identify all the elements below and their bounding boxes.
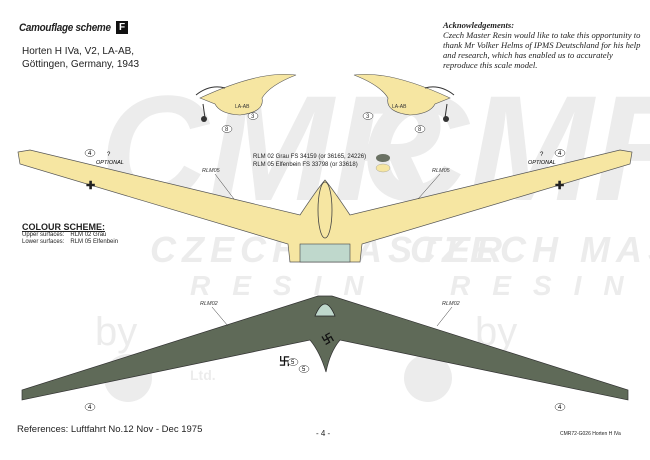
side-view-right: LA-AB <box>353 73 455 122</box>
references: References: Luftfahrt No.12 Nov - Dec 19… <box>17 424 203 435</box>
svg-text:4: 4 <box>88 405 92 411</box>
upper-surface-plan: ✚ ✚ RLM02 RLM02 卐 卐 5 5 4 4 <box>21 295 629 411</box>
subject-line: Horten H IVa, V2, LA-AB, <box>22 46 135 57</box>
svg-text:✚: ✚ <box>84 391 93 403</box>
legend-item: RLM 02 Grau FS 34159 (or 36165, 24226) <box>253 154 367 160</box>
svg-text:RESIN: RESIN <box>450 270 646 301</box>
swatch-rlm05 <box>375 163 391 173</box>
svg-text:5: 5 <box>302 367 306 373</box>
ack-heading: Acknowledgements: <box>443 20 515 30</box>
svg-text:OPTIONAL: OPTIONAL <box>96 160 124 166</box>
swatch-rlm02 <box>376 154 390 162</box>
svg-text:4: 4 <box>558 405 562 411</box>
side-view-left: LA-AB <box>195 73 297 122</box>
svg-text:RLM02: RLM02 <box>442 301 460 307</box>
svg-text:LA-AB: LA-AB <box>392 104 407 110</box>
svg-text:LA-AB: LA-AB <box>235 104 250 110</box>
svg-text:3: 3 <box>251 114 255 120</box>
subject: Horten H IVa, V2, LA-AB, Göttingen, Germ… <box>22 45 139 71</box>
svg-text:?: ? <box>107 152 111 158</box>
acknowledgements: Acknowledgements: Czech Master Resin wou… <box>443 20 648 70</box>
scheme-badge: F <box>116 21 128 34</box>
svg-text:✚: ✚ <box>553 391 562 403</box>
svg-text:Ltd.: Ltd. <box>190 367 216 383</box>
lower-surface-plan: ✚ ✚ RLM05 RLM05 4 4 ? OPTIONAL ? OPTIONA… <box>17 149 633 263</box>
colour-legend: RLM 02 Grau FS 34159 (or 36165, 24226) R… <box>253 153 366 169</box>
product-code: CMR72-G026 Horten H IVa <box>560 431 621 437</box>
page-number: - 4 - <box>316 429 331 438</box>
paint: RLM 02 Grau <box>70 232 107 238</box>
svg-text:✚: ✚ <box>555 180 564 192</box>
svg-text:RESIN: RESIN <box>190 270 386 301</box>
colour-scheme-heading: COLOUR SCHEME: <box>22 222 105 232</box>
svg-text:4: 4 <box>88 151 92 157</box>
svg-text:8: 8 <box>225 127 229 133</box>
svg-text:卐: 卐 <box>279 355 290 368</box>
svg-text:RLM02: RLM02 <box>200 301 218 307</box>
subject-line: Göttingen, Germany, 1943 <box>22 59 140 70</box>
page-title: Camouflage scheme <box>19 22 111 34</box>
ack-body: Czech Master Resin would like to take th… <box>443 30 641 70</box>
colour-scheme: COLOUR SCHEME: Upper surfaces: RLM 02 Gra… <box>22 222 124 246</box>
surface: Lower surfaces: <box>22 239 65 245</box>
svg-text:RLM05: RLM05 <box>202 168 221 174</box>
svg-text:RLM05: RLM05 <box>432 168 451 174</box>
svg-text:5: 5 <box>291 360 295 366</box>
svg-text:✚: ✚ <box>86 180 95 192</box>
svg-text:?: ? <box>540 152 544 158</box>
svg-text:OPTIONAL: OPTIONAL <box>528 160 556 166</box>
paint: RLM 05 Elfenbein <box>70 239 119 245</box>
side-callouts: 3 8 3 8 <box>221 112 426 133</box>
svg-text:4: 4 <box>558 151 562 157</box>
surface: Upper surfaces: <box>22 232 65 238</box>
svg-text:3: 3 <box>366 114 370 120</box>
svg-text:CZECH MASTER: CZECH MASTER <box>410 229 650 270</box>
svg-text:by: by <box>95 310 137 354</box>
scheme-row: Lower surfaces: RLM 05 Elfenbein <box>22 239 124 246</box>
legend-item: RLM 05 Elfenbein FS 33798 (or 33618) <box>253 162 358 168</box>
svg-text:8: 8 <box>418 127 422 133</box>
scheme-row: Upper surfaces: RLM 02 Grau <box>22 232 124 239</box>
